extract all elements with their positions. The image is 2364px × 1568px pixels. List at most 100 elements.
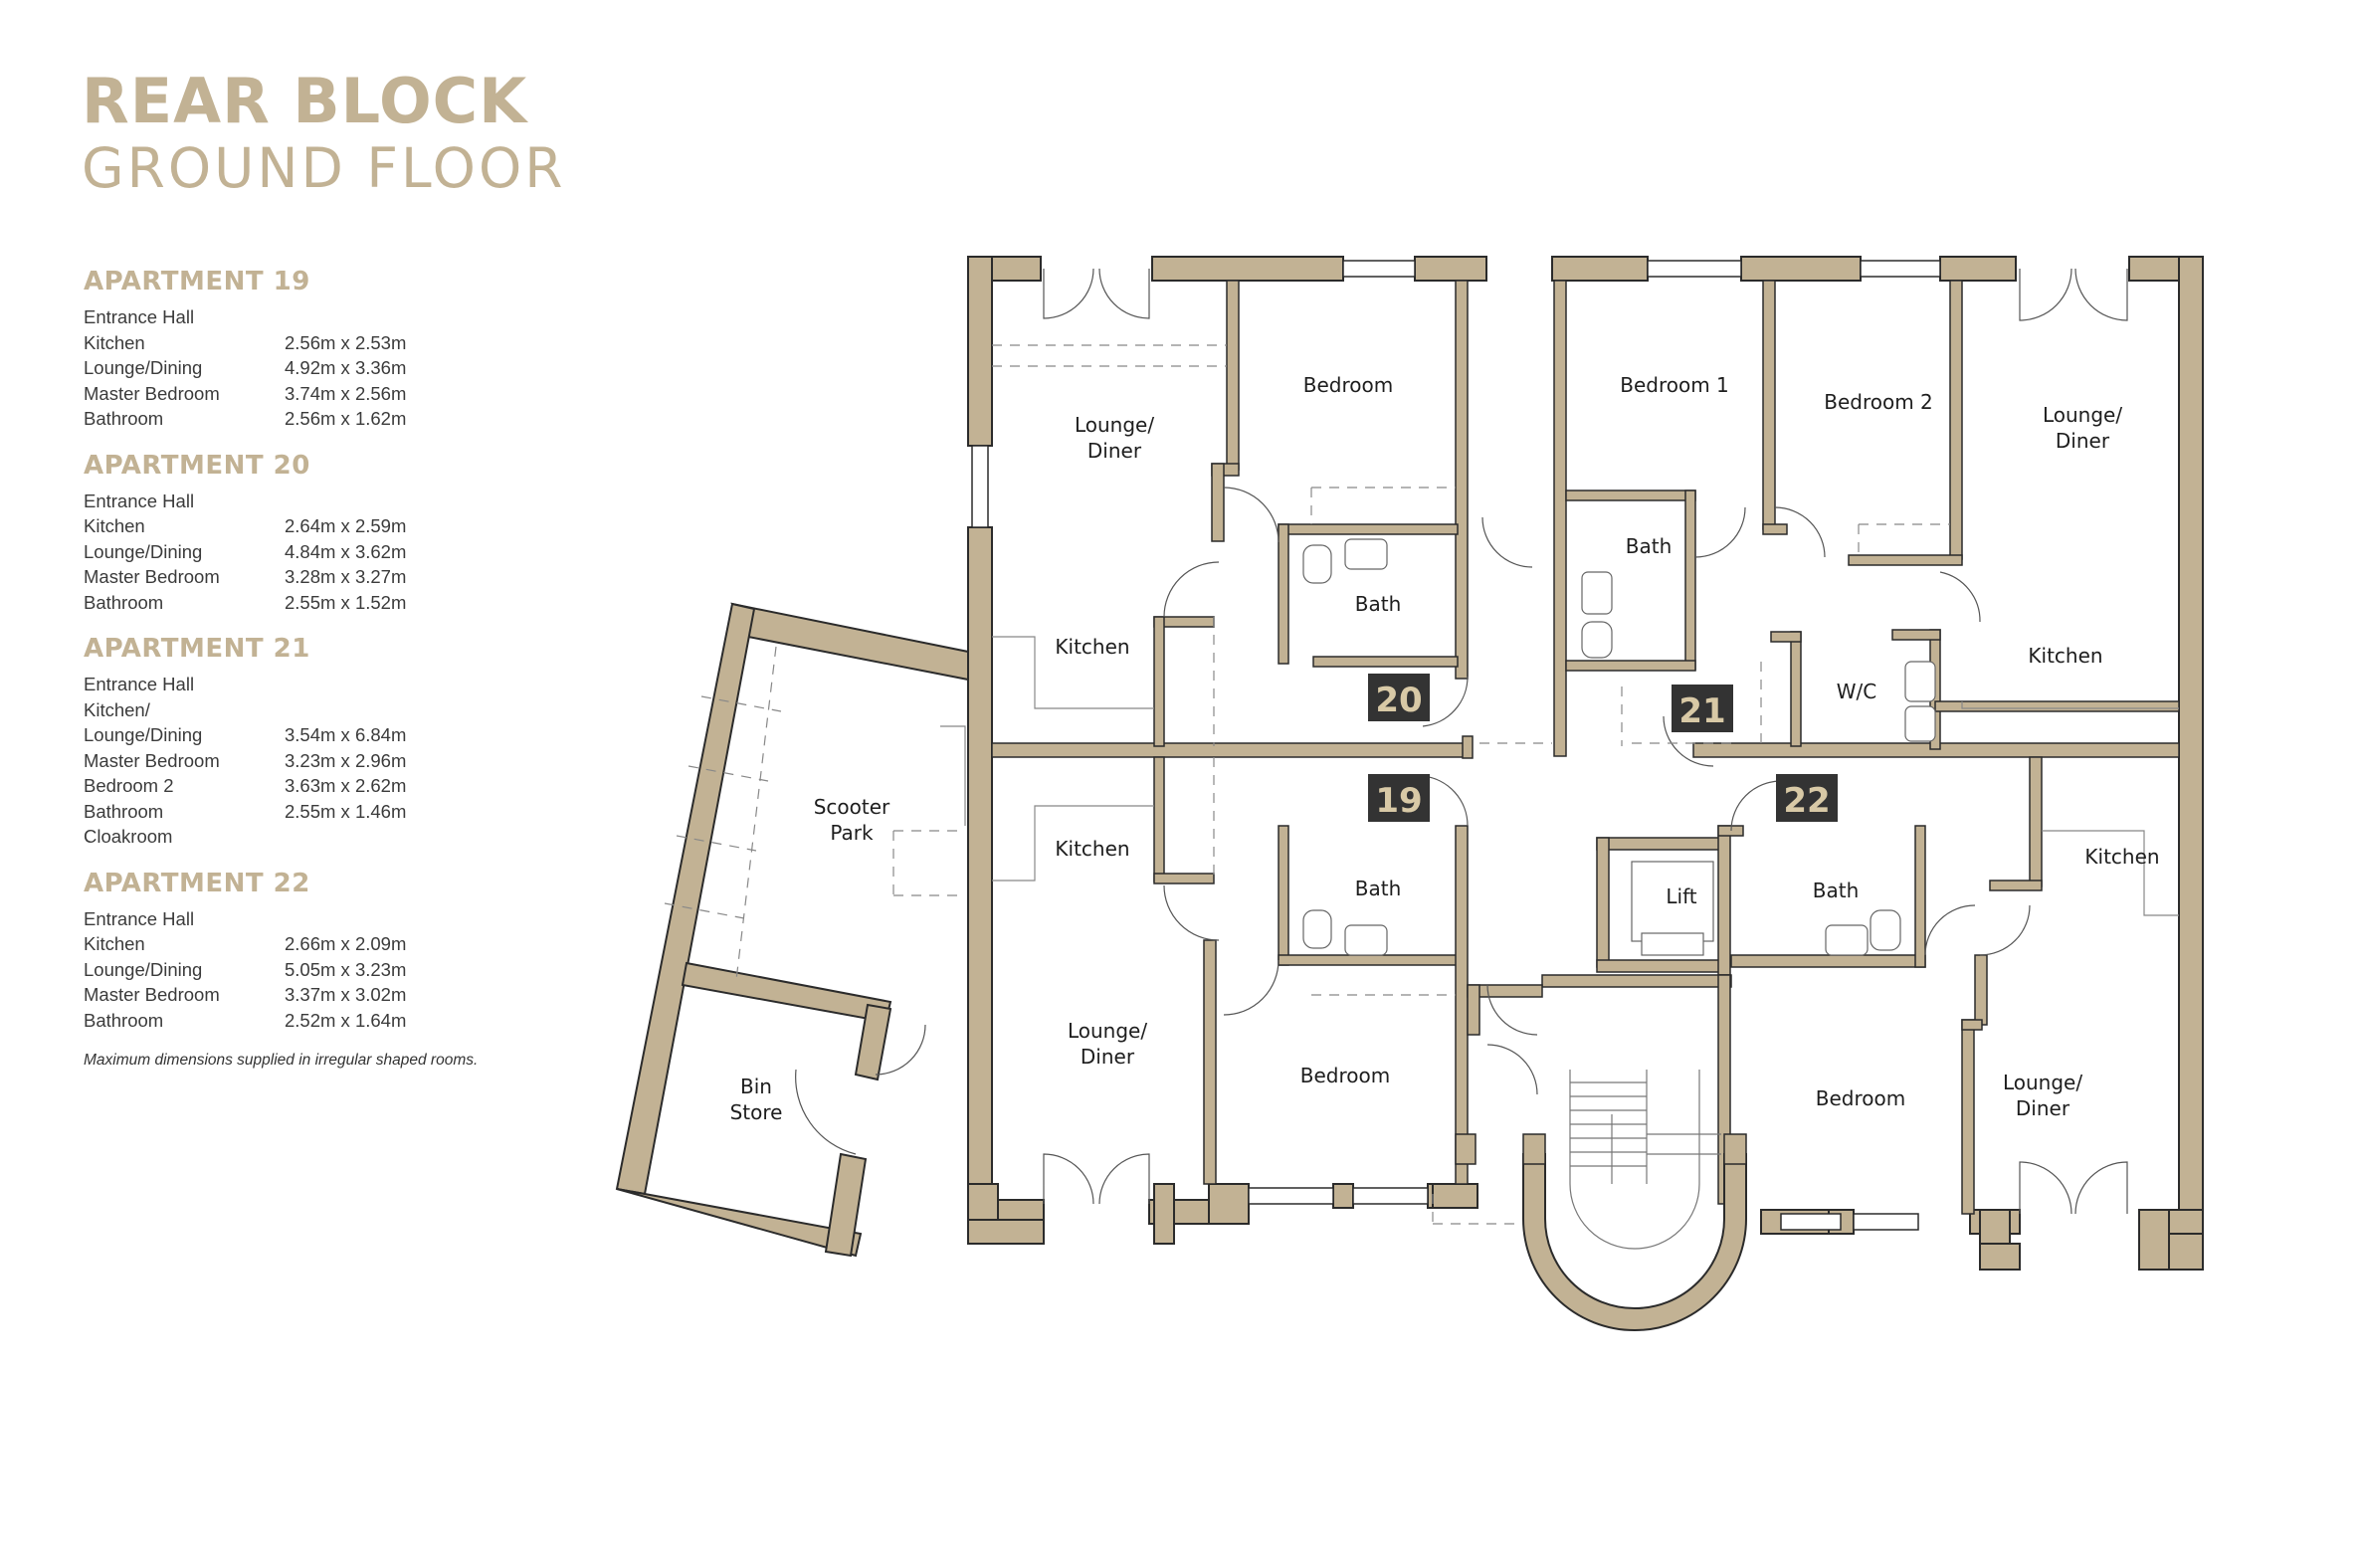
dashed-lines [664, 344, 1950, 1225]
label-bin-1: Bin [740, 1075, 772, 1098]
apartment-title: APARTMENT 20 [84, 450, 310, 481]
label-a21-bath: Bath [1626, 534, 1673, 558]
label-a21-bedroom1: Bedroom 1 [1620, 373, 1729, 397]
room-row: Cloakroom [84, 824, 541, 850]
label-scooter-1: Scooter [814, 795, 890, 819]
room-name: Master Bedroom [84, 984, 220, 1005]
room-row: Bedroom 2 3.63m x 2.62m [84, 773, 541, 799]
stair-tower [1522, 1070, 1747, 1331]
room-row: Kitchen/ [84, 697, 541, 723]
room-name: Bathroom [84, 1009, 164, 1031]
scooter-park-walls [615, 602, 969, 1258]
badge-21 [1672, 685, 1733, 732]
label-a22-bedroom: Bedroom [1816, 1086, 1905, 1110]
room-row: Lounge/Dining 5.05m x 3.23m [84, 957, 541, 983]
room-dimensions: 2.55m x 1.52m [285, 591, 407, 613]
room-name: Lounge/Dining [84, 724, 203, 745]
label-a19-lounge-2: Diner [1081, 1045, 1135, 1069]
room-name: Entrance Hall [84, 490, 195, 511]
room-row: Master Bedroom 3.37m x 3.02m [84, 982, 541, 1008]
badge-22 [1776, 774, 1838, 822]
interior-walls [991, 280, 2180, 1215]
room-name: Entrance Hall [84, 674, 195, 694]
room-row: Bathroom 2.55m x 1.52m [84, 590, 541, 616]
label-a19-lounge-1: Lounge/ [1068, 1019, 1147, 1043]
label-a22-kitchen: Kitchen [2084, 845, 2159, 869]
door-swings [795, 268, 2128, 1215]
apartment-title: APARTMENT 22 [84, 868, 310, 898]
dimensions-note: Maximum dimensions supplied in irregular… [84, 1052, 479, 1069]
room-name: Entrance Hall [84, 907, 195, 929]
badge-20 [1368, 674, 1430, 721]
label-bin-2: Store [730, 1100, 783, 1124]
label-a21-bedroom2: Bedroom 2 [1824, 390, 1933, 414]
room-name: Kitchen/ [84, 698, 150, 720]
room-name: Kitchen [84, 331, 145, 353]
room-name: Lounge/Dining [84, 958, 203, 980]
page-title: REAR BLOCK GROUND FLOOR [82, 66, 566, 200]
room-row: Bathroom 2.55m x 1.46m [84, 799, 541, 825]
room-dimensions: 3.23m x 2.96m [285, 749, 407, 771]
room-name: Bedroom 2 [84, 775, 174, 796]
label-scooter-2: Park [830, 821, 874, 845]
room-dimensions: 2.55m x 1.46m [285, 800, 407, 822]
room-dimensions: 3.63m x 2.62m [285, 775, 407, 796]
room-dimensions: 3.37m x 3.02m [285, 984, 407, 1005]
room-row: Master Bedroom 3.74m x 2.56m [84, 381, 541, 407]
label-a19-kitchen: Kitchen [1055, 837, 1129, 861]
label-a20-kitchen: Kitchen [1055, 635, 1129, 659]
room-name: Bathroom [84, 800, 164, 822]
room-name: Master Bedroom [84, 382, 220, 404]
room-dimensions: 5.05m x 3.23m [285, 958, 407, 980]
badge-19-number: 19 [1375, 781, 1422, 821]
room-row: Entrance Hall [84, 489, 541, 514]
fixtures [1302, 538, 1936, 956]
apartment-number-badges: 20 19 21 22 [1368, 674, 1838, 822]
apartment-title: APARTMENT 21 [84, 634, 310, 664]
title-line-2: GROUND FLOOR [82, 136, 566, 200]
room-dimensions: 3.74m x 2.56m [285, 382, 407, 404]
label-a21-kitchen: Kitchen [2028, 644, 2102, 668]
badge-21-number: 21 [1678, 691, 1725, 731]
label-a21-lounge-2: Diner [2056, 429, 2110, 453]
room-name: Kitchen [84, 515, 145, 536]
label-a19-bedroom: Bedroom [1300, 1064, 1390, 1087]
room-dimensions: 2.64m x 2.59m [285, 515, 407, 536]
badge-19 [1368, 774, 1430, 822]
room-row: Bathroom 2.52m x 1.64m [84, 1008, 541, 1034]
label-a20-bedroom: Bedroom [1303, 373, 1393, 397]
room-row: Kitchen 2.64m x 2.59m [84, 513, 541, 539]
room-dimensions: 4.84m x 3.62m [285, 540, 407, 562]
room-labels: Scooter Park Bin Store Lounge/ Diner Bed… [730, 373, 2160, 1124]
badge-22-number: 22 [1783, 781, 1830, 821]
room-row: Entrance Hall [84, 906, 541, 932]
label-a20-lounge-1: Lounge/ [1075, 413, 1154, 437]
room-dimensions: 2.52m x 1.64m [285, 1009, 407, 1031]
label-a20-bath: Bath [1355, 592, 1402, 616]
room-name: Cloakroom [84, 826, 173, 847]
room-name: Master Bedroom [84, 749, 220, 771]
room-name: Bathroom [84, 408, 164, 429]
room-row: Kitchen 2.66m x 2.09m [84, 931, 541, 957]
room-name: Kitchen [84, 933, 145, 954]
room-dimensions: 3.28m x 3.27m [285, 566, 407, 587]
exterior-walls [967, 256, 2204, 1271]
room-name: Lounge/Dining [84, 357, 203, 378]
label-a20-lounge-2: Diner [1087, 439, 1142, 463]
label-a22-bath: Bath [1813, 879, 1860, 902]
windows [971, 260, 1941, 1231]
room-name: Bathroom [84, 591, 164, 613]
room-dimensions: 2.66m x 2.09m [285, 933, 407, 954]
room-row: Entrance Hall [84, 672, 541, 697]
label-lift: Lift [1666, 884, 1696, 908]
